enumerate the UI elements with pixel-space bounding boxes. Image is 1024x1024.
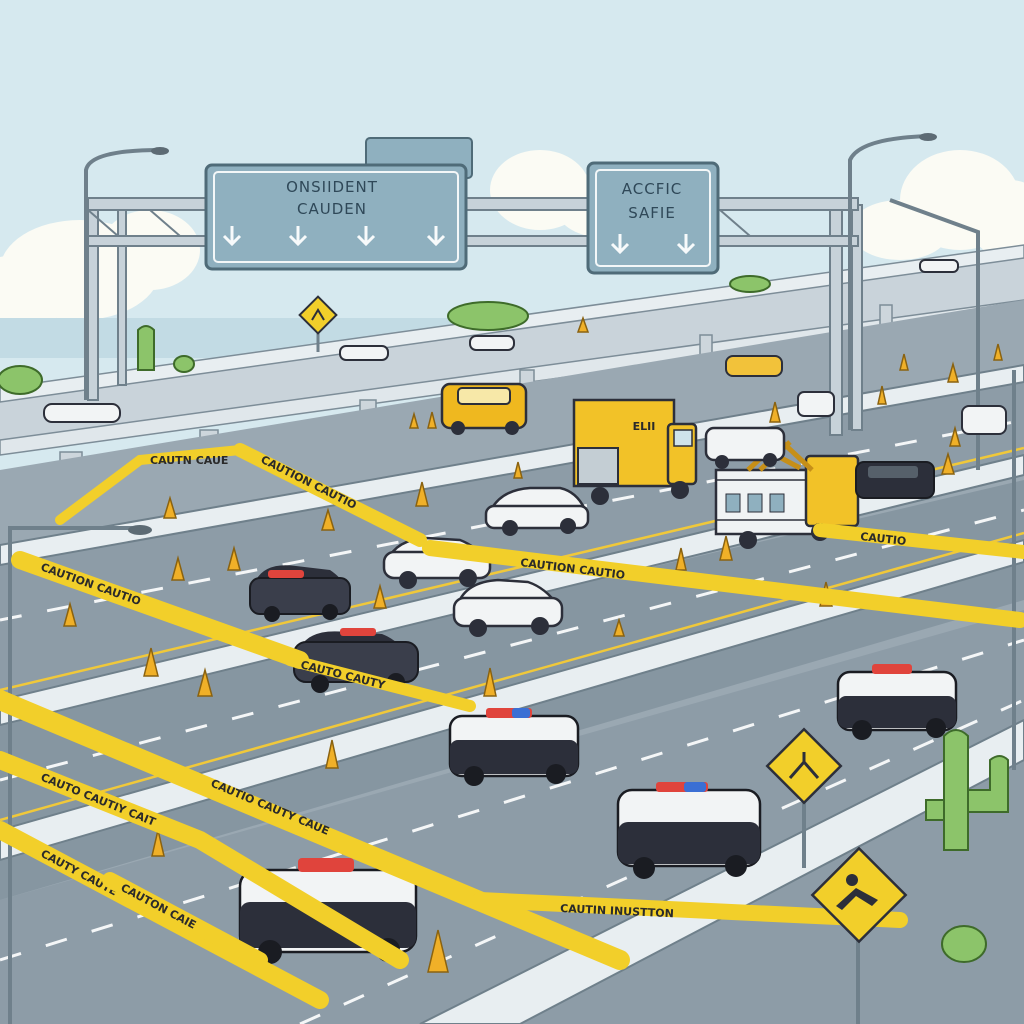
police-car-3 [448, 708, 580, 786]
tape-11: CAUTN CAUE [55, 445, 245, 525]
merge-icon [311, 308, 325, 321]
utility-truck [714, 436, 860, 549]
police-cars [238, 565, 958, 964]
merge-sign [298, 295, 338, 352]
shrubs [0, 275, 987, 963]
cacti [137, 325, 1009, 851]
lamp-heads [128, 133, 937, 535]
street-lights [8, 134, 1016, 1024]
car [469, 335, 515, 351]
sign-left-line2: CAUDEN [297, 200, 367, 218]
sign-right-line1: ACCFIC [622, 180, 682, 198]
tape-9: CAUTIN INUSTTON [472, 892, 908, 928]
turn-sign [765, 727, 843, 868]
distant-cars [43, 259, 959, 423]
car-white-1 [484, 486, 590, 536]
yellow-box-truck: ELII [572, 398, 698, 505]
car-white-6 [797, 391, 835, 417]
worker-sign [810, 846, 908, 1024]
car-white-4 [704, 426, 786, 469]
sign-left-line1: ONSIIDENT [286, 178, 378, 196]
truck-label: ELII [633, 420, 656, 433]
svg-text:CAUTIN INUSTTON: CAUTIN INUSTTON [560, 902, 674, 920]
worker-icon [836, 874, 878, 910]
traffic-cones [63, 315, 1003, 973]
down-arrow-icon [610, 234, 696, 255]
car-white-3 [452, 578, 564, 637]
car [339, 345, 389, 361]
sign-right-line2: SAFIE [628, 204, 676, 222]
police-car-4 [836, 664, 958, 740]
car [725, 355, 783, 377]
svg-text:CAUTN CAUE: CAUTN CAUE [150, 454, 228, 467]
overhead-sign-left: ONSIIDENT CAUDEN [204, 137, 473, 271]
turn-icon [788, 752, 820, 779]
car [919, 259, 959, 273]
tape-4: CAUTIO [813, 523, 1024, 559]
overhead-sign-right: ACCFIC SAFIE [586, 161, 720, 275]
yellow-suv [440, 382, 528, 435]
police-car-1 [249, 565, 351, 622]
svg-text:CAUTIO: CAUTIO [860, 530, 907, 548]
police-car-5 [616, 782, 762, 879]
down-arrow-icon [222, 226, 446, 247]
car-white-5 [961, 405, 1007, 435]
car-dark-1 [855, 461, 935, 499]
car [43, 403, 121, 423]
